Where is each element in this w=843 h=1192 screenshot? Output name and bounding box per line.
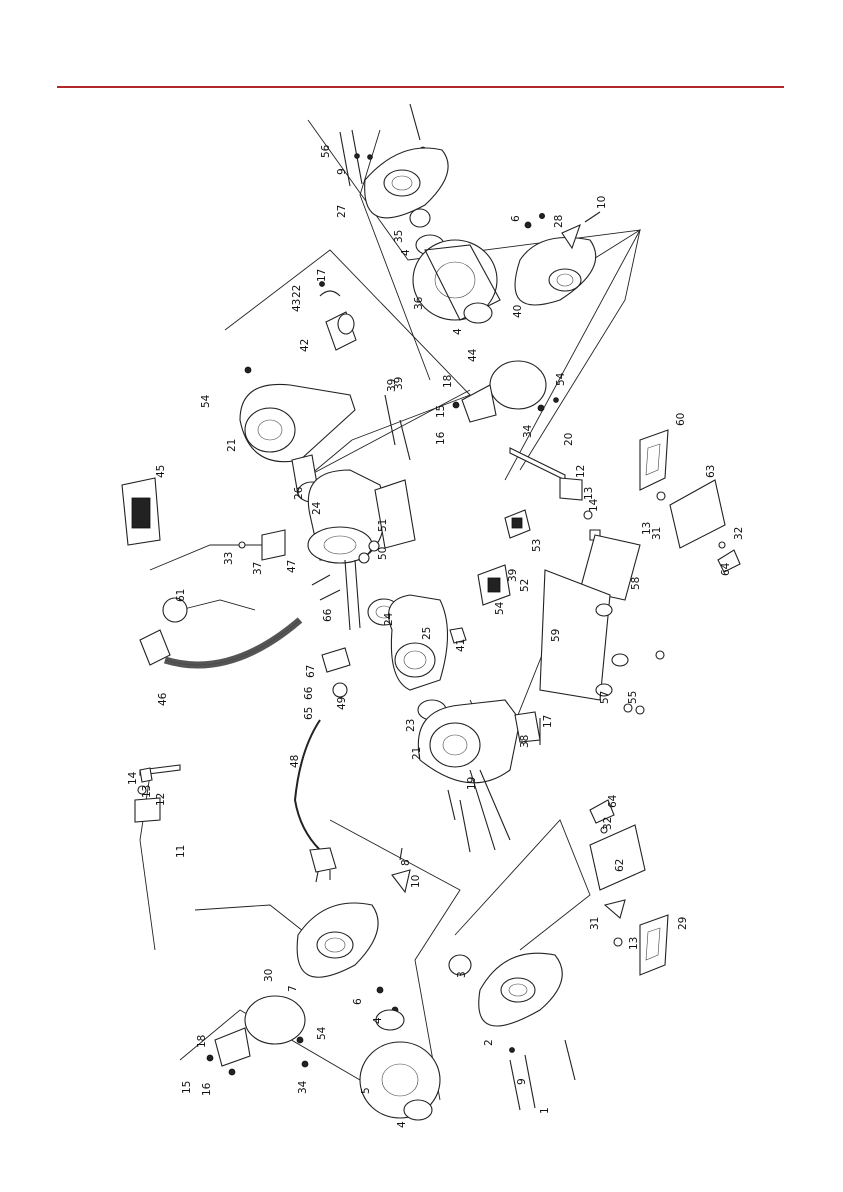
part-label: 12 [155,793,167,806]
part-label: 10 [410,875,422,888]
part-label: 32 [602,817,614,830]
part-label: 16 [435,431,447,445]
part-label: 66 [303,686,315,700]
part-label: 17 [542,715,554,728]
part-label: 34 [522,424,534,438]
part-label: 21 [411,747,423,760]
part-label: 31 [589,917,601,930]
part-label: 55 [627,691,639,704]
part-label: 64 [607,794,619,808]
part-label: 25 [421,627,433,640]
part-label: 13 [141,785,153,798]
part-label: 38 [519,735,531,748]
part-label: 56 [320,144,332,158]
part-label: 4 [452,328,464,335]
part-label: 52 [519,579,531,592]
part-label: 20 [563,433,575,446]
part-label: 57 [599,691,611,704]
part-label: 11 [175,845,187,858]
part-label: 48 [289,755,301,768]
part-label: 53 [531,539,543,552]
part-label: 49 [336,697,348,710]
part-label: 29 [677,917,689,930]
part-label: 14 [588,498,600,512]
part-label: 54 [316,1026,328,1040]
part-label: 18 [196,1035,208,1048]
part-label: 66 [322,608,334,622]
part-label: 47 [286,560,298,573]
part-label: 40 [512,305,524,318]
part-label: 10 [596,196,608,209]
part-label: 46 [157,692,169,706]
part-label: 41 [455,639,467,652]
part-label: 63 [705,465,717,478]
part-label: 3 [456,971,468,978]
part-label: 19 [466,777,478,790]
part-label: 8 [400,859,412,866]
part-label: 17 [316,269,328,282]
part-label: 67 [305,665,317,678]
part-label: 50 [377,547,389,560]
part-label: 28 [553,215,565,228]
part-label: 4 [372,1017,384,1024]
part-label: 12 [575,465,587,478]
part-label: 27 [336,205,348,218]
part-label: 22 [291,285,303,298]
part-label: 16 [201,1082,213,1096]
part-label: 13 [628,937,640,950]
part-label: 15 [435,405,447,418]
part-label: 65 [303,707,315,720]
part-label: 39 [393,377,405,390]
part-label: 64 [720,562,732,576]
part-label: 30 [263,969,275,982]
part-label: 23 [405,719,417,732]
part-label: 35 [393,230,405,243]
part-label: 34 [297,1080,309,1094]
part-label: 59 [550,629,562,642]
part-label: 2 [483,1039,495,1046]
part-label: 14 [127,771,139,785]
part-label: 1 [539,1107,551,1114]
part-label: 43 [291,299,303,312]
part-label: 15 [181,1081,193,1094]
part-label: 61 [175,589,187,602]
part-label: 44 [467,348,479,362]
part-label: 51 [377,519,389,532]
part-label: 42 [299,339,311,352]
part-label: 37 [252,562,264,575]
part-label: 54 [555,372,567,386]
part-label: 5 [360,1087,372,1094]
part-label: 33 [223,552,235,565]
part-label: 24 [383,612,395,626]
part-label: 6 [352,998,364,1005]
part-label: 9 [336,168,348,175]
part-label: 18 [442,375,454,388]
part-label: 26 [293,486,305,500]
part-label: 4 [400,249,412,256]
part-label: 54 [200,394,212,408]
part-label: 39 [507,569,519,582]
part-label: 6 [510,215,522,222]
part-label: 32 [733,527,745,540]
part-label: 4 [396,1121,408,1128]
part-label: 58 [630,577,642,590]
part-label: 36 [413,296,425,310]
part-label: 24 [311,501,323,515]
part-label: 7 [287,985,299,992]
part-label: 62 [614,859,626,872]
part-label: 60 [675,413,687,426]
part-label: 54 [494,601,506,615]
part-label: 21 [226,439,238,452]
part-label: 45 [155,465,167,478]
parts [122,104,740,1120]
part-label: 9 [516,1078,528,1085]
part-label: 13 [583,487,595,500]
part-label: 31 [651,527,663,540]
